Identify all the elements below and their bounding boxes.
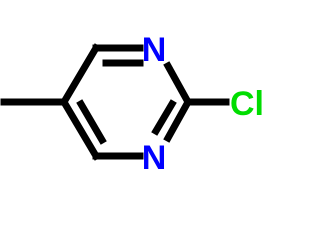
atom-n3-label: N [142, 139, 167, 177]
bond-c4-c5 [59, 97, 101, 161]
bond-c2-n3-inner [151, 99, 177, 136]
bonds [0, 43, 230, 161]
structure-diagram: N N Cl [0, 31, 264, 177]
atom-n1-label: N [142, 31, 167, 69]
bond-c5-c6 [59, 43, 101, 107]
atom-cl-label: Cl [230, 85, 264, 123]
bond-c2-n3 [163, 97, 193, 143]
bond-c4-c5-inner [76, 99, 107, 145]
bond-n1-c2 [163, 61, 193, 107]
molecule-canvas: N N Cl [0, 31, 264, 177]
